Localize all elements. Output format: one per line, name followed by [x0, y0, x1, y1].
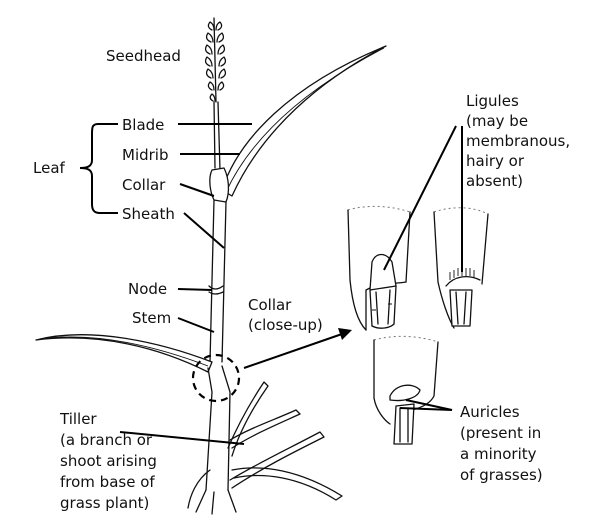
label-tiller-2: (a branch or — [60, 431, 153, 449]
lower-blade — [35, 334, 213, 373]
upper-stem — [213, 101, 221, 171]
label-auricles-4: of grasses) — [460, 466, 543, 484]
label-seedhead: Seedhead — [106, 47, 181, 65]
label-collar-closeup-2: (close-up) — [248, 316, 323, 334]
label-ligules-5: absent) — [466, 172, 523, 190]
label-collar-closeup-1: Collar — [248, 296, 292, 314]
grass-plant — [35, 17, 387, 515]
label-blade: Blade — [122, 116, 164, 134]
label-ligules-4: hairy or — [466, 152, 525, 170]
label-collar: Collar — [122, 176, 166, 194]
tiller-shoots — [187, 381, 343, 509]
lower-stem — [209, 199, 227, 363]
collar-bulge — [209, 167, 230, 203]
label-ligules-3: membranous, — [466, 132, 570, 150]
seedhead — [204, 17, 227, 103]
closeup-membranous-ligule — [347, 205, 411, 331]
label-tiller-3: shoot arising — [60, 452, 157, 470]
labels: Seedhead Blade Midrib Collar Sheath Leaf… — [33, 47, 570, 512]
leader-lines — [119, 123, 463, 445]
base-sheath — [205, 365, 231, 491]
label-stem: Stem — [132, 309, 171, 327]
label-auricles-3: a minority — [460, 445, 537, 463]
closeup-auricles — [373, 335, 439, 445]
label-ligules-2: (may be — [466, 112, 528, 130]
label-auricles-1: Auricles — [460, 403, 520, 421]
label-tiller-5: grass plant) — [60, 494, 149, 512]
plant-base — [195, 489, 237, 515]
label-node: Node — [128, 280, 167, 298]
stem-node — [208, 285, 224, 295]
label-sheath: Sheath — [122, 205, 175, 223]
upper-blade-midrib — [225, 47, 385, 193]
upper-blade — [221, 45, 387, 197]
lower-blade-midrib — [39, 336, 209, 367]
closeup-hairy-ligule — [433, 207, 489, 329]
leaf-bracket — [79, 123, 118, 214]
label-ligules-1: Ligules — [466, 92, 519, 110]
label-tiller-4: from base of — [60, 473, 155, 491]
label-midrib: Midrib — [122, 146, 169, 164]
collar-highlight-circle — [191, 353, 241, 403]
label-tiller-1: Tiller — [59, 410, 97, 428]
label-leaf: Leaf — [33, 159, 66, 177]
closeup-arrow — [243, 328, 352, 369]
label-auricles-2: (present in — [460, 424, 541, 442]
